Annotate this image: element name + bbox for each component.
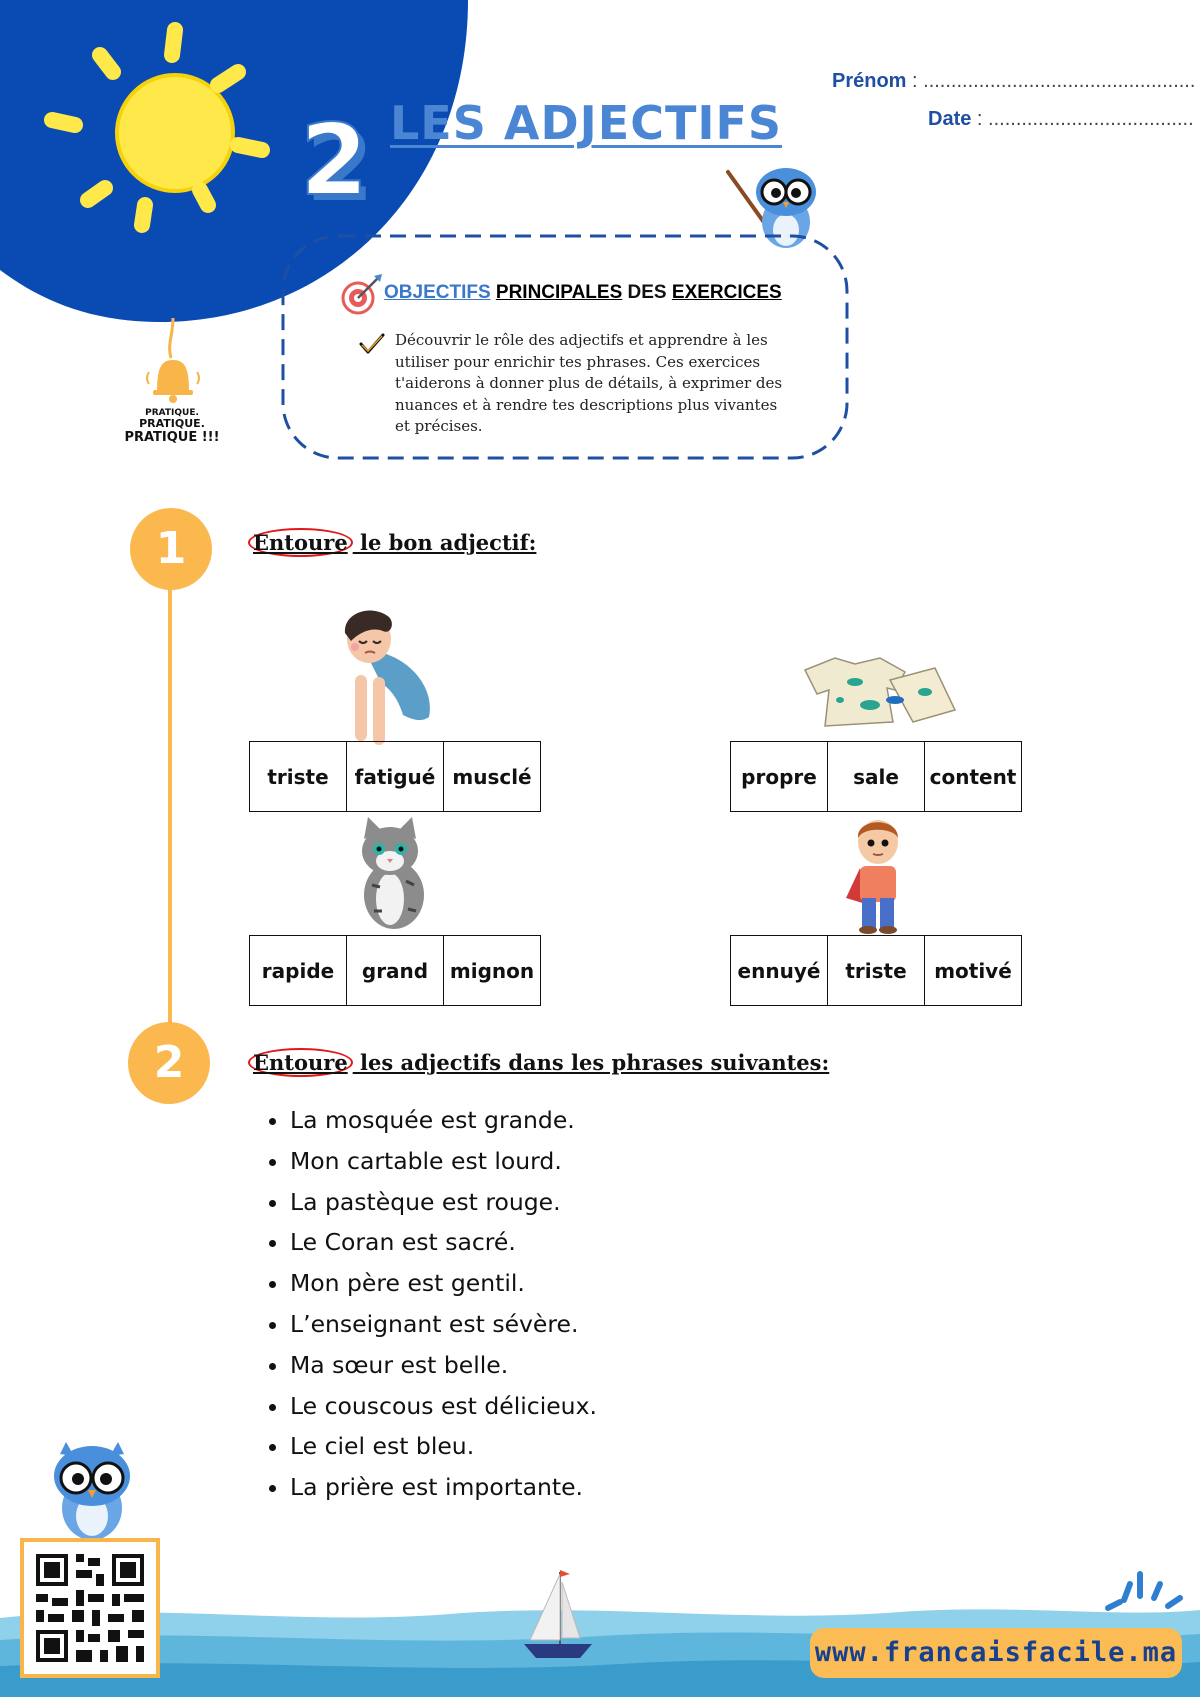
pratique-line-2: PRATIQUE. xyxy=(139,417,205,431)
objectives-title-word-1: PRINCIPALES xyxy=(495,282,623,303)
exercise-2-number: 2 xyxy=(128,1022,210,1104)
circled-word: Entoure xyxy=(248,1048,353,1077)
word-option[interactable]: content xyxy=(924,741,1022,812)
word-choice-table: rapide grand mignon xyxy=(249,935,541,1006)
objectives-title-word-3: EXERCICES xyxy=(671,282,782,303)
checkmark-icon xyxy=(359,333,385,354)
sentence-item[interactable]: Mon père est gentil. xyxy=(290,1263,597,1304)
sentence-item[interactable]: La mosquée est grande. xyxy=(290,1100,597,1141)
sentence-item[interactable]: Ma sœur est belle. xyxy=(290,1345,597,1386)
objectives-title: OBJECTIFS PRINCIPALES DES EXERCICES xyxy=(384,282,782,304)
boy-with-cape-image xyxy=(846,820,898,934)
word-option[interactable]: triste xyxy=(827,935,925,1006)
exercise-timeline xyxy=(168,585,172,1025)
date-field[interactable]: Date : .................................… xyxy=(928,108,1194,131)
qr-code-frame[interactable] xyxy=(20,1538,160,1678)
prenom-dots: : ......................................… xyxy=(906,70,1196,92)
worksheet-number: 2 xyxy=(299,104,369,218)
sentence-item[interactable]: La pastèque est rouge. xyxy=(290,1182,597,1223)
sentence-list: La mosquée est grande. Mon cartable est … xyxy=(262,1100,597,1508)
circled-word: Entoure xyxy=(248,528,353,557)
exercise-1-number: 1 xyxy=(130,508,212,590)
word-choice-table: propre sale content xyxy=(730,741,1022,812)
date-label: Date xyxy=(928,108,972,130)
dirty-shirt-image xyxy=(803,657,957,727)
prenom-field[interactable]: Prénom : ...............................… xyxy=(832,70,1195,93)
pratique-line-3: PRATIQUE !!! xyxy=(124,429,220,445)
splash-icon xyxy=(1105,1571,1183,1611)
instruction-text: le bon adjectif: xyxy=(352,530,537,555)
prenom-label: Prénom xyxy=(832,70,907,92)
sentence-item[interactable]: La prière est importante. xyxy=(290,1467,597,1508)
exercise-2-instruction: Entoure les adjectifs dans les phrases s… xyxy=(248,1048,830,1077)
sentence-item[interactable]: L’enseignant est sévère. xyxy=(290,1304,597,1345)
word-option[interactable]: mignon xyxy=(443,935,541,1006)
word-option[interactable]: motivé xyxy=(924,935,1022,1006)
sentence-item[interactable]: Le ciel est bleu. xyxy=(290,1426,597,1467)
objectives-title-word-2: DES xyxy=(627,282,667,303)
exercise-1-instruction: Entoure le bon adjectif: xyxy=(248,528,537,557)
qr-code-icon xyxy=(32,1550,148,1666)
objectives-title-blue: OBJECTIFS xyxy=(384,282,491,303)
word-option[interactable]: triste xyxy=(249,741,347,812)
instruction-text: les adjectifs dans les phrases suivantes… xyxy=(352,1050,830,1075)
date-dots: : ..................................... xyxy=(971,108,1194,130)
word-choice-table: triste fatigué musclé xyxy=(249,741,541,812)
cat-image xyxy=(362,817,424,929)
word-option[interactable]: sale xyxy=(827,741,925,812)
sun-header-decoration xyxy=(0,0,468,322)
sentence-item[interactable]: Le Coran est sacré. xyxy=(290,1222,597,1263)
pratique-line-1: PRATIQUE. xyxy=(145,408,199,418)
sailboat-icon xyxy=(524,1570,592,1658)
tired-boy-image xyxy=(344,610,430,745)
word-option[interactable]: musclé xyxy=(443,741,541,812)
word-option[interactable]: fatigué xyxy=(346,741,444,812)
target-icon xyxy=(341,274,382,315)
sentence-item[interactable]: Mon cartable est lourd. xyxy=(290,1141,597,1182)
sun-icon xyxy=(44,22,270,233)
word-option[interactable]: propre xyxy=(730,741,828,812)
pratique-caption: PRATIQUE. PRATIQUE. PRATIQUE !!! xyxy=(112,408,232,446)
owl-icon xyxy=(54,1442,130,1540)
sentence-item[interactable]: Le couscous est délicieux. xyxy=(290,1386,597,1427)
website-link[interactable]: www.francaisfacile.ma xyxy=(810,1628,1182,1678)
word-option[interactable]: grand xyxy=(346,935,444,1006)
bell-icon xyxy=(146,318,200,403)
word-option[interactable]: ennuyé xyxy=(730,935,828,1006)
word-choice-table: ennuyé triste motivé xyxy=(730,935,1022,1006)
word-option[interactable]: rapide xyxy=(249,935,347,1006)
page-title: LES ADJECTIFS xyxy=(390,96,783,150)
objectives-box xyxy=(281,234,849,460)
objectives-text: Découvrir le rôle des adjectifs et appre… xyxy=(395,331,783,435)
